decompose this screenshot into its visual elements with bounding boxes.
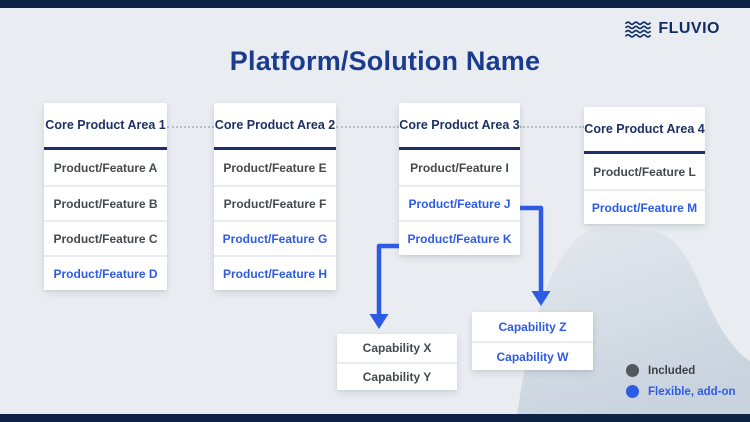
- header-underline: [214, 147, 336, 150]
- dotted-connector-2-3: [336, 126, 399, 128]
- header-underline: [399, 147, 520, 150]
- legend-label: Included: [648, 364, 696, 377]
- feature-row: Product/Feature E: [214, 150, 336, 185]
- legend-item-flexible-addon: Flexible, add-on: [626, 385, 736, 398]
- legend-label: Flexible, add-on: [648, 385, 736, 398]
- dotted-connector-3-4: [520, 126, 584, 128]
- waves-icon: [625, 20, 652, 38]
- feature-row: Product/Feature H: [214, 255, 336, 290]
- column-header: Core Product Area 1: [45, 118, 166, 132]
- column-header: Core Product Area 4: [584, 122, 705, 136]
- logo: FLUVIO: [625, 20, 720, 38]
- feature-row: Product/Feature B: [44, 185, 167, 220]
- page-title: Platform/Solution Name: [229, 46, 541, 76]
- capability-group-zw: Capability Z Capability W: [472, 312, 593, 370]
- included-dot-icon: [626, 364, 639, 377]
- feature-row: Product/Feature J: [399, 185, 520, 220]
- capability-row: Capability X: [337, 334, 457, 362]
- feature-row: Product/Feature K: [399, 220, 520, 255]
- column-header: Core Product Area 2: [214, 118, 336, 132]
- feature-row: Product/Feature C: [44, 220, 167, 255]
- capability-row: Capability Z: [472, 312, 593, 341]
- logo-text: FLUVIO: [658, 20, 720, 37]
- core-product-area-4-card: Core Product Area 4 Product/Feature L Pr…: [584, 107, 705, 224]
- feature-row: Product/Feature D: [44, 255, 167, 290]
- feature-row: Product/Feature I: [399, 150, 520, 185]
- flexible-addon-dot-icon: [626, 385, 639, 398]
- top-edge-bar: [0, 0, 750, 8]
- feature-row: Product/Feature M: [584, 189, 705, 224]
- legend: Included Flexible, add-on: [626, 364, 736, 398]
- core-product-area-3-card: Core Product Area 3 Product/Feature I Pr…: [399, 103, 520, 255]
- capability-row: Capability Y: [337, 362, 457, 390]
- capability-group-xy: Capability X Capability Y: [337, 334, 457, 390]
- bottom-edge-bar: [0, 414, 750, 422]
- feature-row: Product/Feature G: [214, 220, 336, 255]
- column-header: Core Product Area 3: [399, 118, 520, 132]
- capability-row: Capability W: [472, 341, 593, 370]
- feature-row: Product/Feature F: [214, 185, 336, 220]
- feature-row: Product/Feature A: [44, 150, 167, 185]
- header-underline: [584, 151, 705, 154]
- header-underline: [44, 147, 167, 150]
- dotted-connector-1-2: [167, 126, 214, 128]
- legend-item-included: Included: [626, 364, 736, 377]
- core-product-area-2-card: Core Product Area 2 Product/Feature E Pr…: [214, 103, 336, 290]
- feature-row: Product/Feature L: [584, 154, 705, 189]
- core-product-area-1-card: Core Product Area 1 Product/Feature A Pr…: [44, 103, 167, 290]
